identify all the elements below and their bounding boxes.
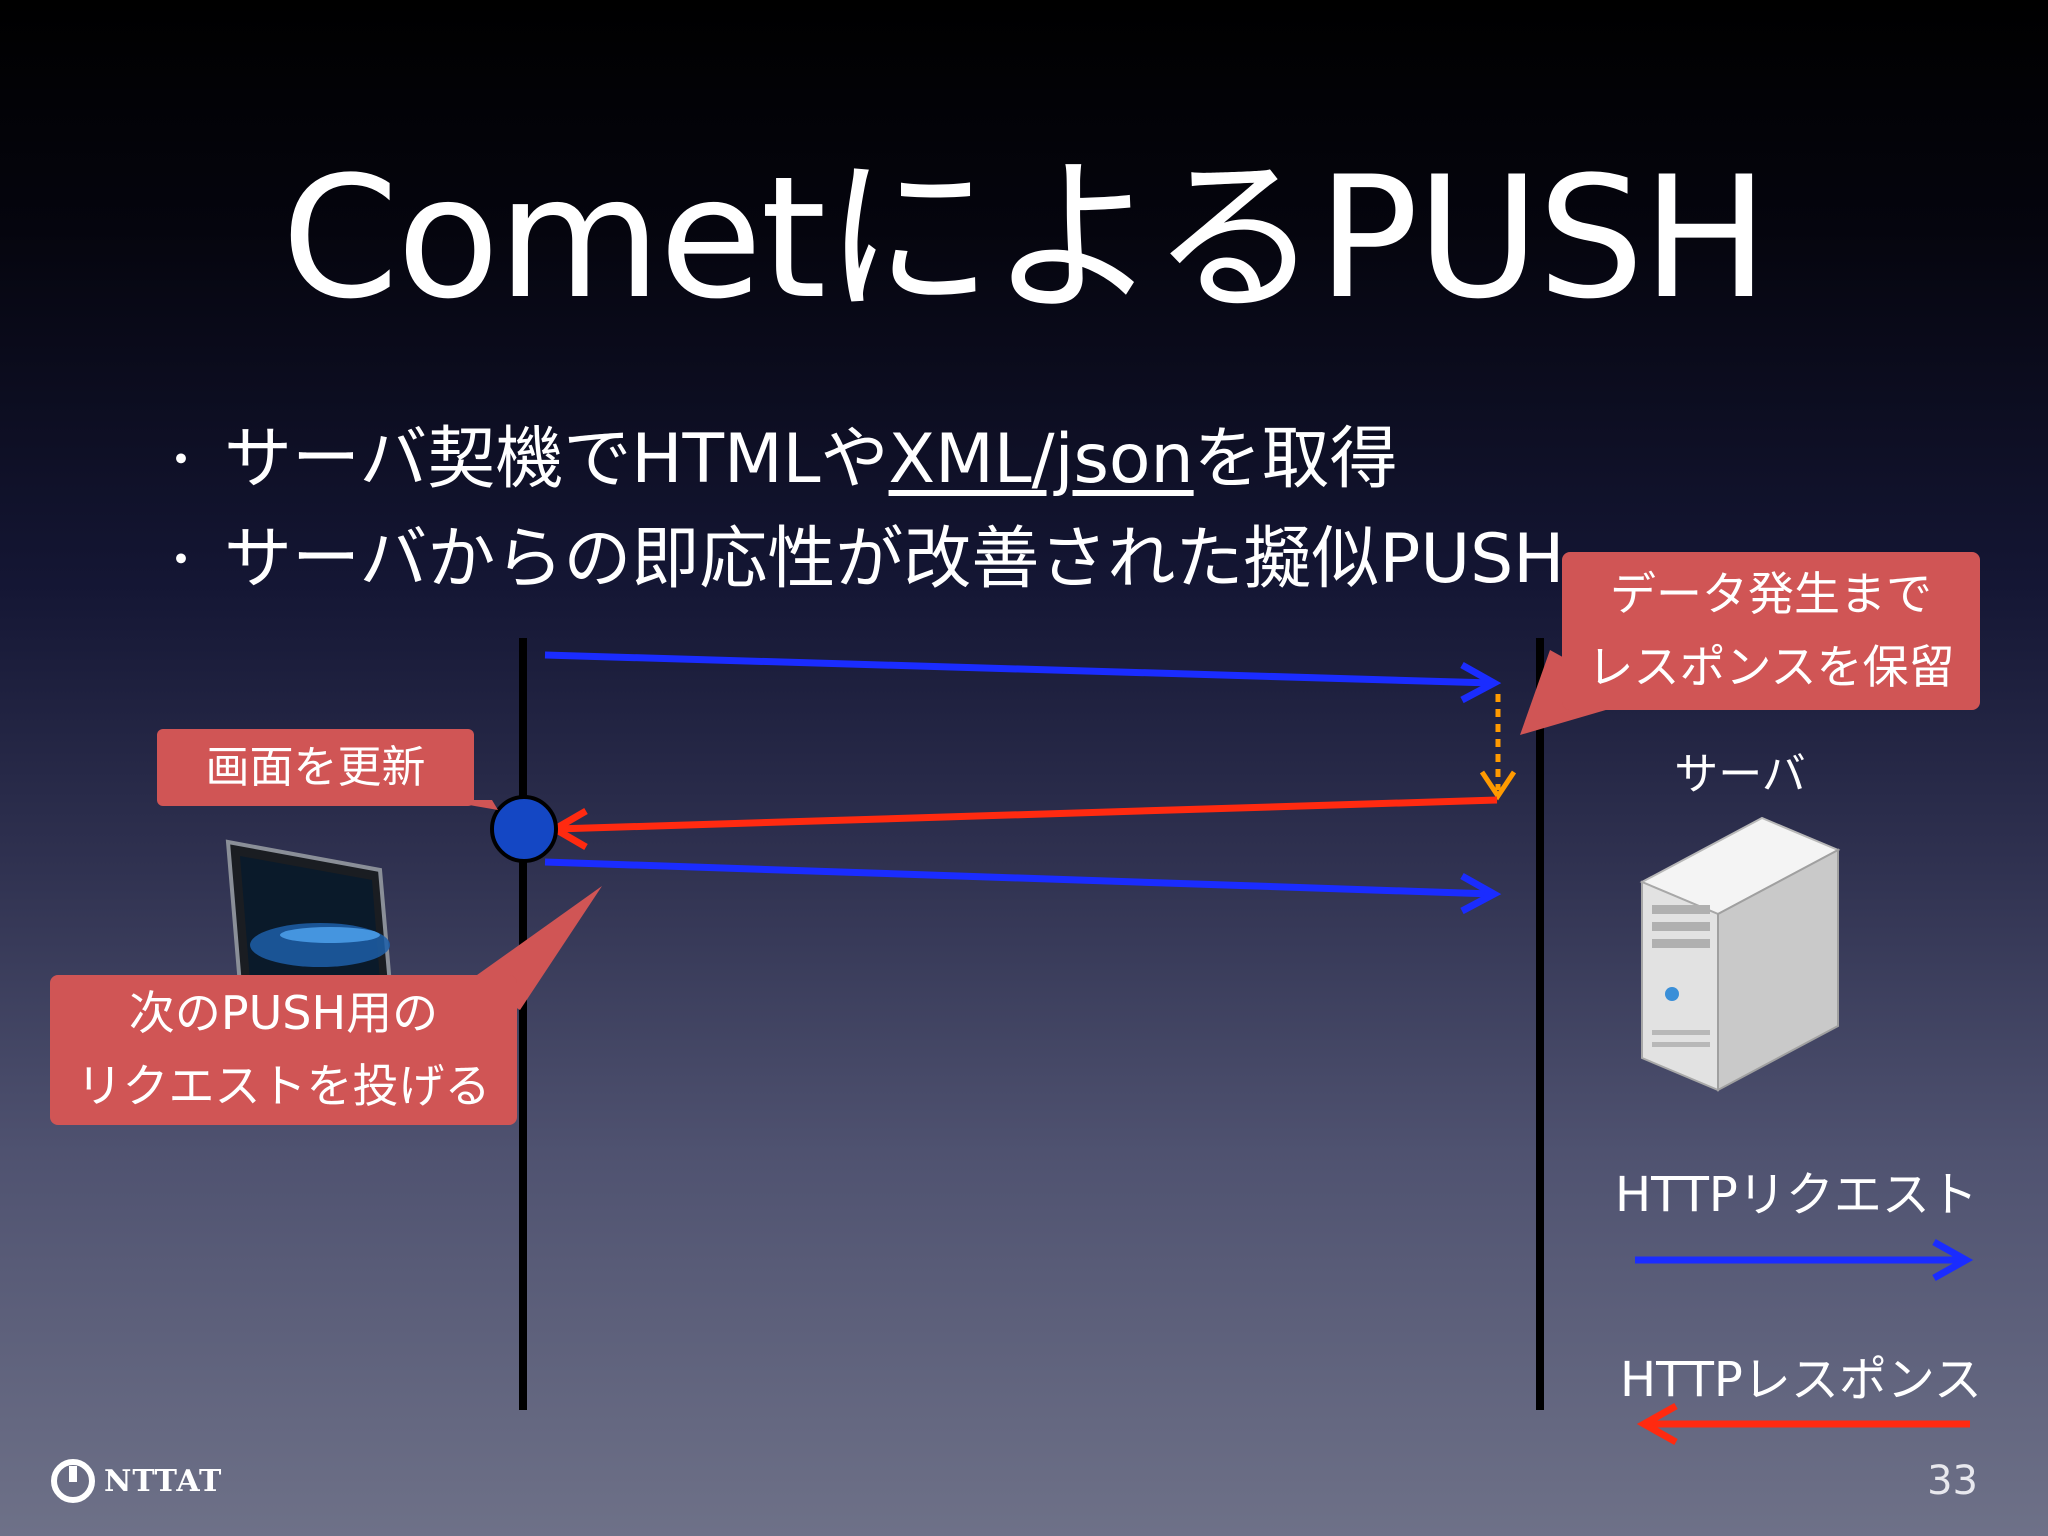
page-number: 33 [1927,1458,1978,1504]
callout-next-text: 次のPUSH用の リクエストを投げる [50,975,517,1125]
event-dot [490,795,558,863]
callout-hold-text: データ発生まで レスポンスを保留 [1562,552,1980,710]
bullet-list: ・ サーバ契機でHTMLや XML/json を取得 ・ サーバからの即応性が改… [158,410,1564,610]
request-arrow [544,858,1502,915]
callout-hold [1520,552,1980,735]
bullet-text: サーバ契機でHTMLや [224,420,889,499]
hold-arrow [1479,694,1517,801]
legend-response-arrow [1636,1402,1970,1446]
bullet-item: ・ サーバからの即応性が改善された擬似PUSH [158,510,1564,610]
nttat-logo: NTTAT [50,1458,222,1504]
xml-json-link[interactable]: XML/json [888,420,1194,499]
request-arrow [544,651,1502,704]
bullet-marker: ・ [158,533,204,587]
bullet-marker: ・ [158,433,204,487]
laptop-icon [225,839,393,987]
callout-screen-update [157,729,498,810]
bullet-text: サーバからの即応性が改善された擬似PUSH [224,520,1565,599]
bullet-text-end: を取得 [1193,420,1398,499]
legend-request-arrow [1635,1238,1974,1282]
logo-text: NTTAT [104,1463,223,1499]
callout-hold-line1: データ発生まで [1610,567,1932,621]
slide-title: CometによるPUSH [281,140,1768,336]
legend-request-label: HTTPリクエスト [1615,1167,1978,1223]
legend-response-label: HTTPレスポンス [1620,1352,1982,1408]
server-label: サーバ [1674,749,1806,800]
callout-next-line1: 次のPUSH用の [128,986,439,1040]
bullet-item: ・ サーバ契機でHTMLや XML/json を取得 [158,410,1564,510]
callout-next-request [50,886,602,1125]
response-arrow [548,796,1498,851]
callout-screen-update-text: 画面を更新 [205,742,426,793]
callout-hold-line2: レスポンスを保留 [1587,640,1955,694]
nttat-logo-icon [51,1459,95,1503]
callout-next-line2: リクエストを投げる [76,1059,491,1113]
server-icon [1639,816,1841,1092]
